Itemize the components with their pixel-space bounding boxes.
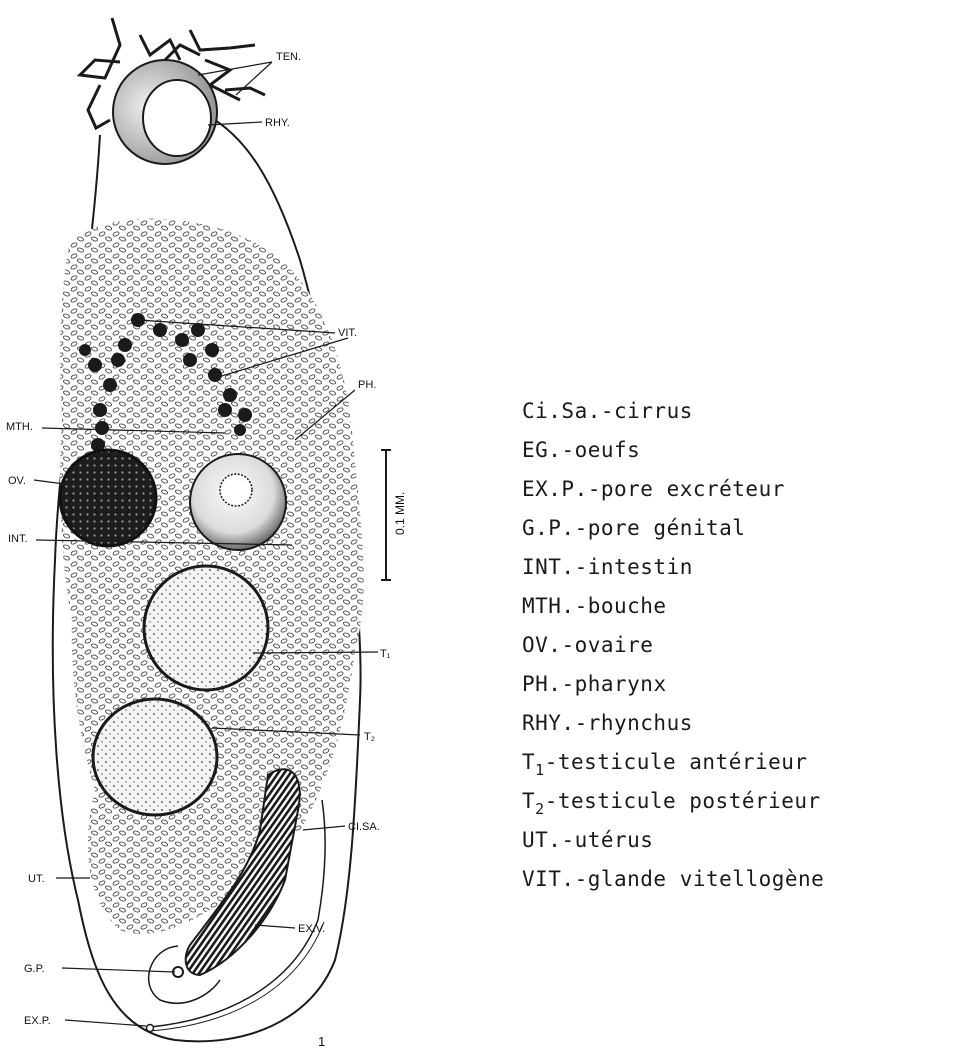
ovary [60, 450, 156, 546]
label-exv: EX.V. [298, 923, 325, 935]
legend-text: -testicule antérieur [545, 750, 808, 774]
legend-item: T1-testicule antérieur [522, 749, 824, 788]
trematode-diagram: 0.1 MM. TEN. RHY. VIT. PH. MTH. OV. INT.… [0, 0, 480, 1053]
legend-item: INT.-intestin [522, 554, 824, 593]
legend-item: MTH.-bouche [522, 593, 824, 632]
label-ov: OV. [8, 475, 26, 487]
legend-item: EG.-oeufs [522, 437, 824, 476]
legend-text: -intestin [575, 555, 693, 579]
legend-item: PH.-pharynx [522, 671, 824, 710]
legend-text: -testicule postérieur [545, 789, 821, 813]
legend-text: -glande vitellogène [575, 867, 825, 891]
legend-item: G.P.-pore génital [522, 515, 824, 554]
label-t1: T₁ [380, 648, 391, 660]
legend-text: -oeufs [561, 438, 640, 462]
legend-item: T2-testicule postérieur [522, 788, 824, 827]
legend-item: VIT.-glande vitellogène [522, 866, 824, 905]
label-ut: UT. [28, 873, 45, 885]
legend-item: OV.-ovaire [522, 632, 824, 671]
legend-abbr: VIT. [522, 867, 575, 891]
legend-abbr: EG. [522, 438, 561, 462]
legend-text: -utérus [561, 828, 653, 852]
legend-abbr: G.P. [522, 516, 575, 540]
legend-text: -pore génital [575, 516, 746, 540]
scale-label: 0.1 MM. [393, 492, 407, 535]
legend-abbr: EX.P. [522, 477, 588, 501]
legend-text: -cirrus [601, 399, 693, 423]
label-vit: VIT. [338, 327, 357, 339]
legend-subscript: 1 [535, 761, 545, 779]
legend-text: -ovaire [561, 633, 653, 657]
legend-item: EX.P.-pore excréteur [522, 476, 824, 515]
legend-abbr: Ci.Sa. [522, 399, 601, 423]
label-ph: PH. [358, 379, 376, 391]
legend-item: RHY.-rhynchus [522, 710, 824, 749]
label-int: INT. [8, 533, 28, 545]
posterior-testis [93, 699, 217, 815]
legend-text: -pharynx [561, 672, 666, 696]
legend-item: Ci.Sa.-cirrus [522, 398, 824, 437]
legend-text: -bouche [575, 594, 667, 618]
legend-abbr: PH. [522, 672, 561, 696]
legend-item: UT.-utérus [522, 827, 824, 866]
legend-abbr: MTH. [522, 594, 575, 618]
legend-abbr: INT. [522, 555, 575, 579]
figure-number: 1 [318, 1034, 325, 1049]
legend-abbr: OV. [522, 633, 561, 657]
label-gp: G.P. [24, 963, 45, 975]
label-exp: EX.P. [24, 1015, 51, 1027]
legend-abbr: RHY. [522, 711, 575, 735]
label-t2: T₂ [364, 731, 375, 743]
excretory-pore [147, 1025, 154, 1032]
label-mth: MTH. [6, 421, 33, 433]
legend-abbr: T [522, 789, 535, 813]
label-rhy: RHY. [265, 117, 290, 129]
legend-text: -pore excréteur [588, 477, 785, 501]
legend-abbr: UT. [522, 828, 561, 852]
legend-abbr: T [522, 750, 535, 774]
legend-subscript: 2 [535, 800, 545, 818]
label-ten: TEN. [276, 51, 301, 63]
anterior-testis [144, 566, 268, 690]
legend-text: -rhynchus [575, 711, 693, 735]
label-cisa: CI.SA. [348, 821, 380, 833]
